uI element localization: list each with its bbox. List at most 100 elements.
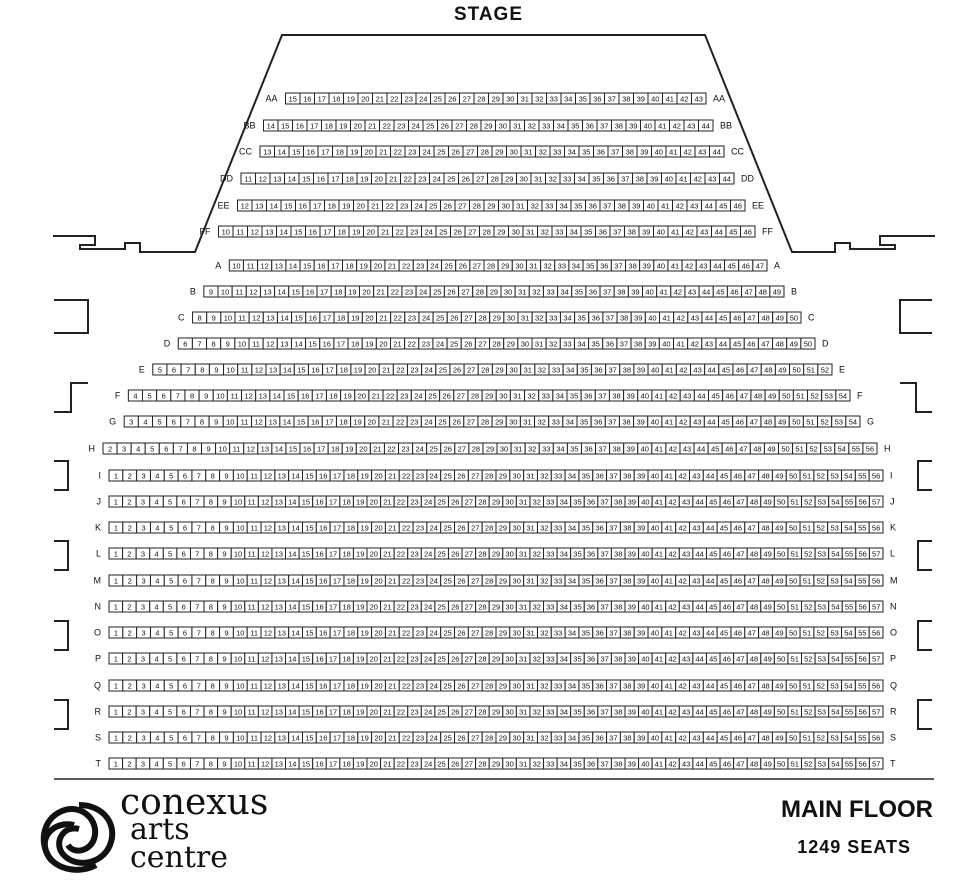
seat[interactable] — [719, 172, 735, 185]
seat-number: 9 — [222, 760, 226, 769]
seat-number: 31 — [514, 445, 522, 454]
seat-number: 50 — [789, 682, 797, 691]
seat-number: 50 — [789, 629, 797, 638]
seat[interactable] — [691, 92, 707, 105]
seat-number: 27 — [478, 340, 486, 349]
seat-number: 30 — [513, 472, 521, 481]
seat-number: 47 — [748, 629, 756, 638]
seat-number: 35 — [582, 734, 590, 743]
seat[interactable] — [868, 521, 884, 534]
seat-number: 24 — [436, 340, 444, 349]
seat-number: 39 — [637, 734, 645, 743]
seat-number: 6 — [162, 392, 166, 401]
seat[interactable] — [800, 337, 816, 350]
seat-number: 36 — [587, 760, 595, 769]
seat-number: 7 — [186, 418, 190, 427]
seat-number: 9 — [209, 288, 213, 297]
seat[interactable] — [868, 469, 884, 482]
seat-number: 37 — [600, 708, 608, 717]
seat-number: 15 — [292, 288, 300, 297]
seat-number: 7 — [197, 524, 201, 533]
seat[interactable] — [817, 363, 833, 376]
seat[interactable] — [868, 626, 884, 639]
seat-number: 18 — [351, 340, 359, 349]
seat-number: 12 — [261, 655, 269, 664]
seat-number: 16 — [319, 629, 327, 638]
seat-number: 10 — [234, 760, 242, 769]
seat[interactable] — [868, 574, 884, 587]
seat-number: 33 — [555, 228, 563, 237]
seat-number: 18 — [347, 577, 355, 586]
seat-number: 42 — [678, 524, 686, 533]
seat[interactable] — [868, 731, 884, 744]
seat-number: 15 — [302, 655, 310, 664]
seat-number: 45 — [709, 603, 717, 612]
seat-number: 29 — [499, 524, 507, 533]
row-label-l: EE — [217, 201, 229, 211]
row-label-l: C — [178, 313, 185, 323]
seat-number: 39 — [637, 682, 645, 691]
seat-number: 52 — [804, 655, 812, 664]
seat-number: 7 — [197, 340, 201, 349]
seat-number: 56 — [858, 498, 866, 507]
seat-number: 32 — [540, 682, 548, 691]
seat-number: 48 — [775, 340, 783, 349]
seat[interactable] — [709, 145, 725, 158]
seat[interactable] — [868, 757, 884, 770]
row-label-r: I — [890, 471, 893, 481]
seat-number: 5 — [157, 418, 161, 427]
seat-number: 47 — [761, 340, 769, 349]
seat[interactable] — [730, 199, 746, 212]
seat-number: 36 — [584, 392, 592, 401]
seat-number: 29 — [490, 288, 498, 297]
seat-number: 15 — [284, 202, 292, 211]
seat[interactable] — [868, 600, 884, 613]
seat-number: 45 — [716, 288, 724, 297]
seat[interactable] — [868, 679, 884, 692]
seat-number: 41 — [655, 392, 663, 401]
seat-number: 8 — [211, 577, 215, 586]
seat-number: 9 — [224, 524, 228, 533]
seat-number: 15 — [305, 629, 313, 638]
seat[interactable] — [835, 389, 851, 402]
seat-number: 22 — [396, 418, 404, 427]
row-label-l: DD — [220, 174, 233, 184]
seat-number: 24 — [430, 629, 438, 638]
seat-number: 47 — [736, 655, 744, 664]
seat[interactable] — [786, 311, 802, 324]
seat-number: 21 — [373, 445, 381, 454]
seat[interactable] — [698, 119, 714, 132]
seat-number: 48 — [761, 314, 769, 323]
seat-number: 19 — [361, 682, 369, 691]
seat-number: 33 — [546, 288, 554, 297]
row-label-r: S — [890, 733, 896, 743]
seat-number: 37 — [611, 148, 619, 157]
seat[interactable] — [740, 225, 756, 238]
seat-number: 17 — [323, 228, 331, 237]
seat-number: 37 — [609, 472, 617, 481]
seat-number: 34 — [556, 392, 564, 401]
seat-number: 13 — [278, 629, 286, 638]
seat-number: 44 — [706, 629, 714, 638]
seat-number: 32 — [540, 577, 548, 586]
seat[interactable] — [769, 285, 785, 298]
seat-number: 10 — [234, 550, 242, 559]
seat-number: 28 — [477, 95, 485, 104]
seat[interactable] — [868, 652, 884, 665]
row-label-r: N — [890, 602, 897, 612]
seat-number: 5 — [168, 760, 172, 769]
seat[interactable] — [868, 495, 884, 508]
seat-number: 14 — [291, 577, 299, 586]
seat[interactable] — [752, 259, 768, 272]
seat-number: 31 — [519, 550, 527, 559]
seat-number: 10 — [221, 288, 229, 297]
seat[interactable] — [868, 547, 884, 560]
seat[interactable] — [845, 415, 861, 428]
seat-number: 2 — [127, 603, 131, 612]
seat-number: 3 — [141, 524, 145, 533]
seat[interactable] — [868, 705, 884, 718]
seat[interactable] — [862, 442, 878, 455]
seat-number: 17 — [325, 366, 333, 375]
